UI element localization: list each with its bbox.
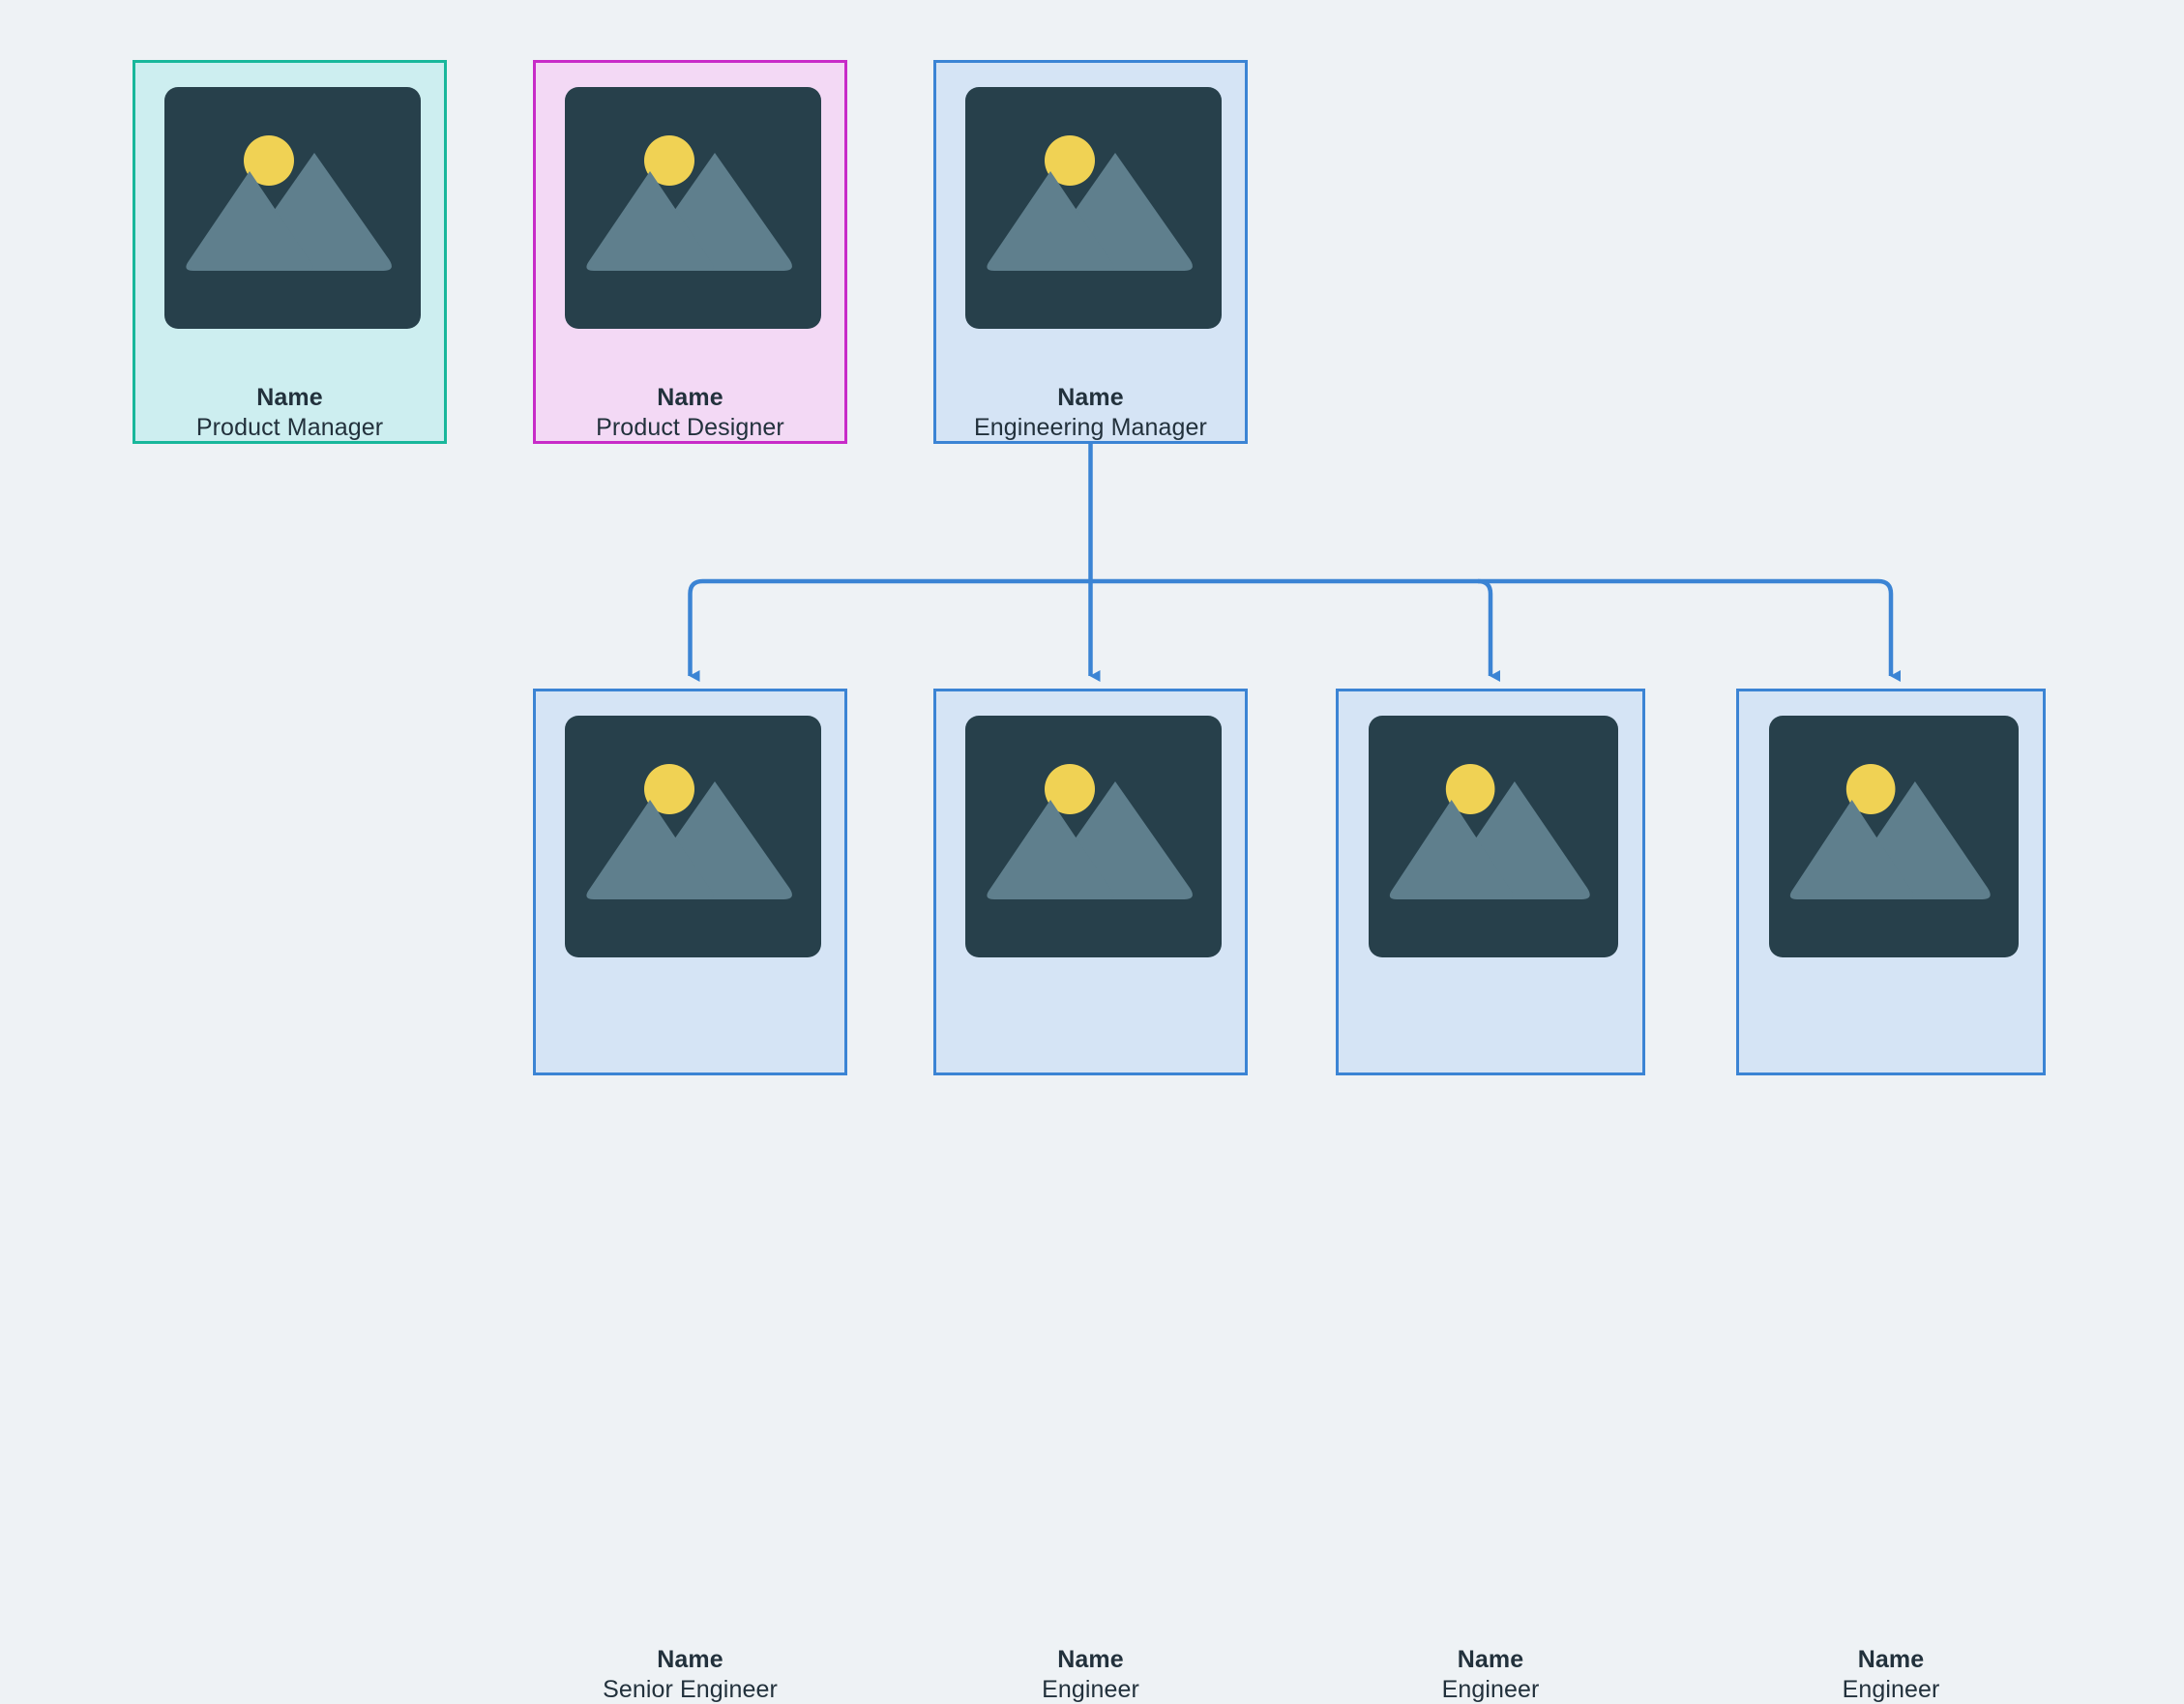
org-node-role-engineer-1: Engineer bbox=[1042, 1675, 1139, 1703]
org-node-senior-engineer[interactable]: Name Senior Engineer bbox=[533, 689, 847, 1703]
org-node-text: Name Engineering Manager bbox=[936, 384, 1245, 442]
org-node-name-engineer-2: Name bbox=[1457, 1646, 1524, 1673]
org-node-engineer-3[interactable]: Name Engineer bbox=[1736, 689, 2046, 1703]
org-node-role-engineer-3: Engineer bbox=[1842, 1675, 1940, 1703]
connector-branch bbox=[1477, 578, 1500, 682]
image-placeholder-icon bbox=[965, 87, 1222, 329]
org-node-role-senior-engineer: Senior Engineer bbox=[603, 1675, 778, 1703]
org-node-product-manager[interactable]: Name Product Manager bbox=[133, 60, 447, 444]
org-node-product-designer[interactable]: Name Product Designer bbox=[533, 60, 847, 444]
org-node-engineering-manager[interactable]: Name Engineering Manager bbox=[933, 60, 1248, 444]
org-node-role-engineering-manager: Engineering Manager bbox=[974, 413, 1207, 441]
image-placeholder-icon bbox=[1769, 716, 2019, 957]
org-node-text: Name Engineer bbox=[936, 1646, 1245, 1704]
org-node-name-product-designer: Name bbox=[657, 384, 723, 411]
org-node-role-product-designer: Product Designer bbox=[596, 413, 784, 441]
connector-branch bbox=[1877, 578, 1901, 682]
org-node-text: Name Senior Engineer bbox=[536, 1646, 844, 1704]
org-node-text: Name Product Designer bbox=[536, 384, 844, 442]
org-node-text: Name Engineer bbox=[1739, 1646, 2043, 1704]
org-node-name-product-manager: Name bbox=[256, 384, 323, 411]
org-node-engineer-1[interactable]: Name Engineer bbox=[933, 689, 1248, 1703]
org-node-role-product-manager: Product Manager bbox=[195, 413, 384, 441]
connector-branch bbox=[688, 578, 703, 682]
image-placeholder-icon bbox=[164, 87, 421, 329]
org-node-text: Name Engineer bbox=[1339, 1646, 1642, 1704]
org-node-name-senior-engineer: Name bbox=[657, 1646, 723, 1673]
org-node-name-engineering-manager: Name bbox=[1057, 384, 1124, 411]
image-placeholder-icon bbox=[565, 716, 821, 957]
org-node-text: Name Product Manager bbox=[135, 384, 444, 442]
org-node-name-engineer-3: Name bbox=[1857, 1646, 1925, 1673]
org-chart-canvas: Name Product Manager Name Product Design… bbox=[133, 60, 2046, 1703]
image-placeholder-icon bbox=[1369, 716, 1618, 957]
org-node-engineer-2[interactable]: Name Engineer bbox=[1336, 689, 1645, 1703]
image-placeholder-icon bbox=[565, 87, 821, 329]
org-node-name-engineer-1: Name bbox=[1057, 1646, 1124, 1673]
image-placeholder-icon bbox=[965, 716, 1222, 957]
org-node-role-engineer-2: Engineer bbox=[1441, 1675, 1540, 1703]
